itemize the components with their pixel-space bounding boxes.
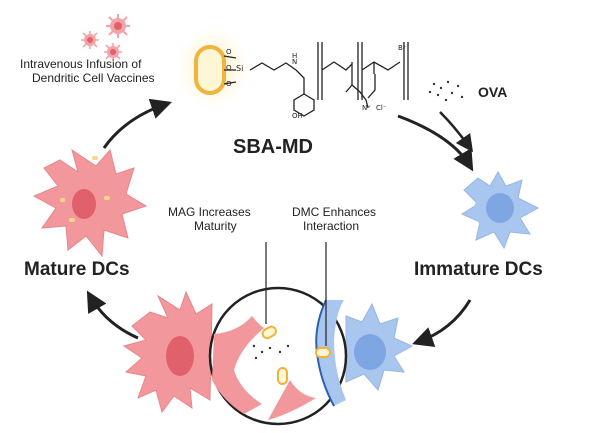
nanoparticle-icon [175,26,251,110]
interacting-mature-cell [122,290,213,414]
chem-o1: O [226,48,232,56]
chem-cl: Cl⁻ [376,104,387,112]
mag-label-line1: MAG Increases [168,205,251,219]
vaccine-cells-icon [81,14,130,61]
dmc-label-line1: DMC Enhances [292,205,377,219]
arrow-to-mature [86,290,139,340]
cycle-arrows [86,98,474,348]
magnified-synapse [208,242,348,426]
interacting-immature-cell [345,302,414,392]
mag-label-line2: Maturity [194,219,237,233]
chem-n-plus: N⁺ [362,104,371,112]
arrow-to-infusion [102,98,172,149]
immature-dcs-label: Immature DCs [414,259,543,280]
infusion-label-line1: Intravenous Infusion of [20,57,142,71]
chem-si: Si [236,64,244,73]
mature-dcs-label: Mature DCs [24,259,130,280]
immature-dc-cell [460,170,540,250]
chem-br: Br [398,44,406,52]
polymer-structure [223,42,409,117]
mature-dc-cell [32,148,148,258]
chem-o3: O [226,80,232,88]
arrow-to-immature [397,114,474,172]
ova-label: OVA [478,84,508,100]
chem-h: H [292,52,298,60]
sba-md-title: SBA-MD [233,136,313,158]
chem-oh: OH [292,112,303,120]
chem-o2: O [226,64,232,72]
dmc-label-line2: Interaction [303,219,360,233]
ova-particles [428,80,464,102]
arrow-ova [439,111,474,153]
chem-n: N [292,58,298,66]
arrow-to-interaction [412,299,472,348]
infusion-label-line2: Dendritic Cell Vaccines [32,71,155,85]
